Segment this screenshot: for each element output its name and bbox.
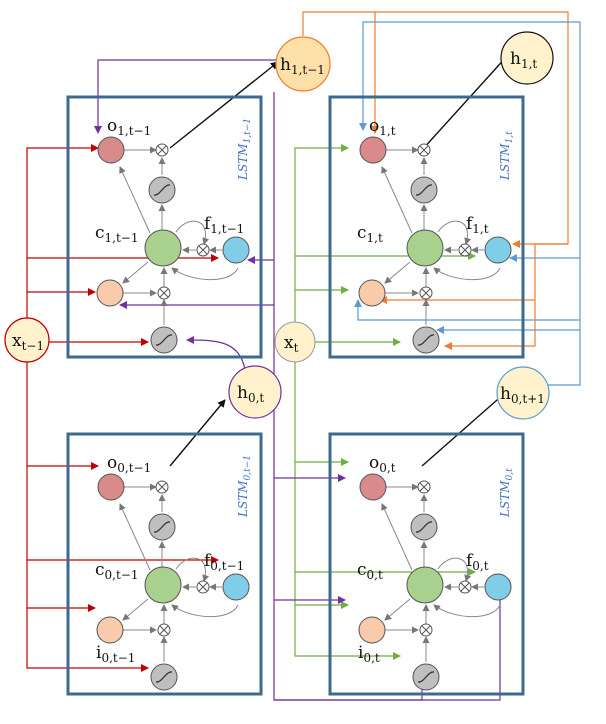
sigmoid-curve-icon — [148, 176, 176, 204]
input-gate — [358, 279, 386, 307]
cross-circle-icon — [155, 143, 169, 157]
x-prev-links — [26, 144, 219, 672]
sigmoid-curve-icon — [412, 326, 440, 354]
x-t-links — [294, 144, 476, 660]
forget-gate-label: f1,t−1 — [204, 214, 244, 236]
lstm-1-tminus1: o1,t−1 c1,t−1 f1,t−1 LSTM1,t−1 — [66, 95, 263, 359]
cell-state-label: c1,t−1 — [95, 223, 139, 245]
input-gate-label: i0,t−1 — [96, 643, 135, 665]
x-t-node: xt — [274, 321, 316, 363]
output-gate-label: o1,t — [369, 116, 396, 138]
lstm-0-t: o0,t c0,t f0,t i0,t LSTM0,t — [328, 432, 525, 696]
h0-next-links — [354, 21, 581, 386]
lstm-1-t: o1,t c1,t f1,t LSTM1,t — [328, 95, 525, 359]
lstm-box — [66, 432, 263, 696]
cell-state — [144, 566, 182, 604]
svg-text:h1,t: h1,t — [510, 49, 537, 71]
lstm-box — [328, 95, 525, 359]
cell-state-label: c0,t — [357, 560, 383, 582]
input-gate-label: i0,t — [358, 643, 380, 665]
x-prev-node: xt−1 — [4, 317, 50, 363]
svg-text:xt: xt — [284, 333, 299, 355]
forget-gate-label: f0,t — [466, 551, 489, 573]
forget-gate-label: f1,t — [466, 214, 489, 236]
output-gate — [359, 136, 387, 164]
cross-circle-icon — [417, 480, 431, 494]
cell-state-label: c1,t — [357, 223, 383, 245]
cross-circle-icon — [196, 580, 210, 594]
h0-t-node: h0,t — [228, 365, 282, 419]
sigmoid-curve-icon — [410, 176, 438, 204]
cell-state — [406, 566, 444, 604]
output-gate-label: o0,t−1 — [107, 453, 151, 475]
cross-circle-icon — [419, 623, 433, 637]
h1-prev-node: h1,t−1 — [275, 36, 331, 92]
output-arrows — [169, 54, 509, 467]
input-gate — [358, 616, 386, 644]
forget-gate — [222, 236, 250, 264]
input-gate — [96, 616, 124, 644]
cross-circle-icon — [155, 480, 169, 494]
lstm-side-label: LSTM1,t−1 — [236, 118, 253, 181]
cross-circle-icon — [157, 623, 171, 637]
lstm-0-tminus1: o0,t−1 c0,t−1 f0,t−1 i0,t−1 LSTM0,t−1 — [66, 432, 263, 696]
cell-state — [406, 229, 444, 267]
sigmoid-curve-icon — [150, 663, 178, 691]
cross-circle-icon — [419, 286, 433, 300]
output-gate-label: o1,t−1 — [107, 116, 151, 138]
svg-text:h0,t: h0,t — [237, 383, 264, 405]
h0-next-node: h0,t+1 — [496, 366, 550, 420]
lstm-side-label: LSTM0,t−1 — [236, 455, 253, 518]
sigmoid-curve-icon — [412, 663, 440, 691]
output-gate — [97, 136, 125, 164]
h1-prev-links — [302, 11, 569, 350]
cross-circle-icon — [458, 243, 472, 257]
forget-gate — [484, 236, 512, 264]
h1-t-node: h1,t — [500, 31, 554, 85]
lstm-side-label: LSTM1,t — [498, 131, 515, 181]
sigmoid-curve-icon — [150, 326, 178, 354]
cell-state — [144, 229, 182, 267]
output-gate-label: o0,t — [369, 453, 396, 475]
cross-circle-icon — [458, 580, 472, 594]
svg-text:h1,t−1: h1,t−1 — [280, 55, 325, 77]
svg-text:h0,t+1: h0,t+1 — [500, 384, 545, 406]
svg-text:xt−1: xt−1 — [12, 331, 44, 353]
input-gate — [96, 279, 124, 307]
h-prev-links — [94, 59, 504, 701]
forget-gate-label: f0,t−1 — [204, 551, 244, 573]
output-gate — [359, 473, 387, 501]
cross-circle-icon — [417, 143, 431, 157]
sigmoid-curve-icon — [410, 513, 438, 541]
lstm-side-label: LSTM0,t — [498, 468, 515, 518]
sigmoid-curve-icon — [148, 513, 176, 541]
forget-gate — [484, 573, 512, 601]
forget-gate — [222, 573, 250, 601]
lstm-box — [66, 95, 263, 359]
lstm-box — [328, 432, 525, 696]
cross-circle-icon — [196, 243, 210, 257]
output-gate — [97, 473, 125, 501]
cell-state-label: c0,t−1 — [95, 560, 139, 582]
cross-circle-icon — [157, 286, 171, 300]
